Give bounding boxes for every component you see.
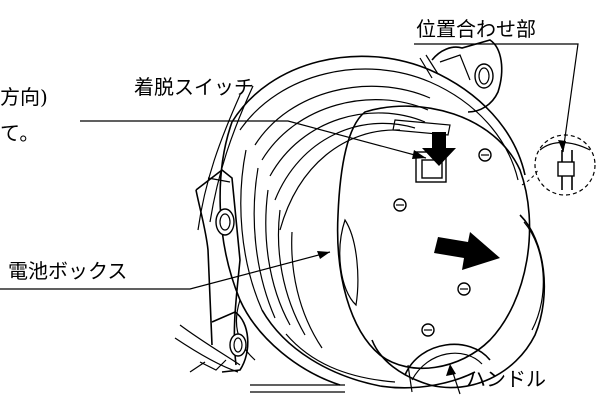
- leader-lines: [0, 43, 579, 395]
- screws: [393, 148, 492, 337]
- battery-box-label: 電池ボックス: [8, 259, 127, 283]
- screw-4: [421, 323, 435, 337]
- pull-direction-arrow-icon: [434, 232, 500, 270]
- left-bracket: [195, 168, 249, 373]
- battery-box-face: [336, 105, 546, 389]
- top-bracket: [419, 39, 503, 113]
- alignment-detail: [521, 134, 596, 196]
- detach-switch-label: 着脱スイッチ: [134, 75, 254, 99]
- screw-2: [393, 198, 407, 212]
- device-body: [219, 55, 526, 389]
- partial-period-label: て。: [0, 121, 39, 145]
- push-down-arrow-icon: [422, 132, 456, 166]
- alignment-part-label: 位置合わせ部: [416, 17, 536, 41]
- straps: [174, 85, 413, 393]
- handle-label: ハンドル: [466, 367, 546, 391]
- screw-3: [457, 282, 471, 296]
- partial-direction-label: 方向): [0, 85, 48, 109]
- screw-1: [478, 148, 492, 162]
